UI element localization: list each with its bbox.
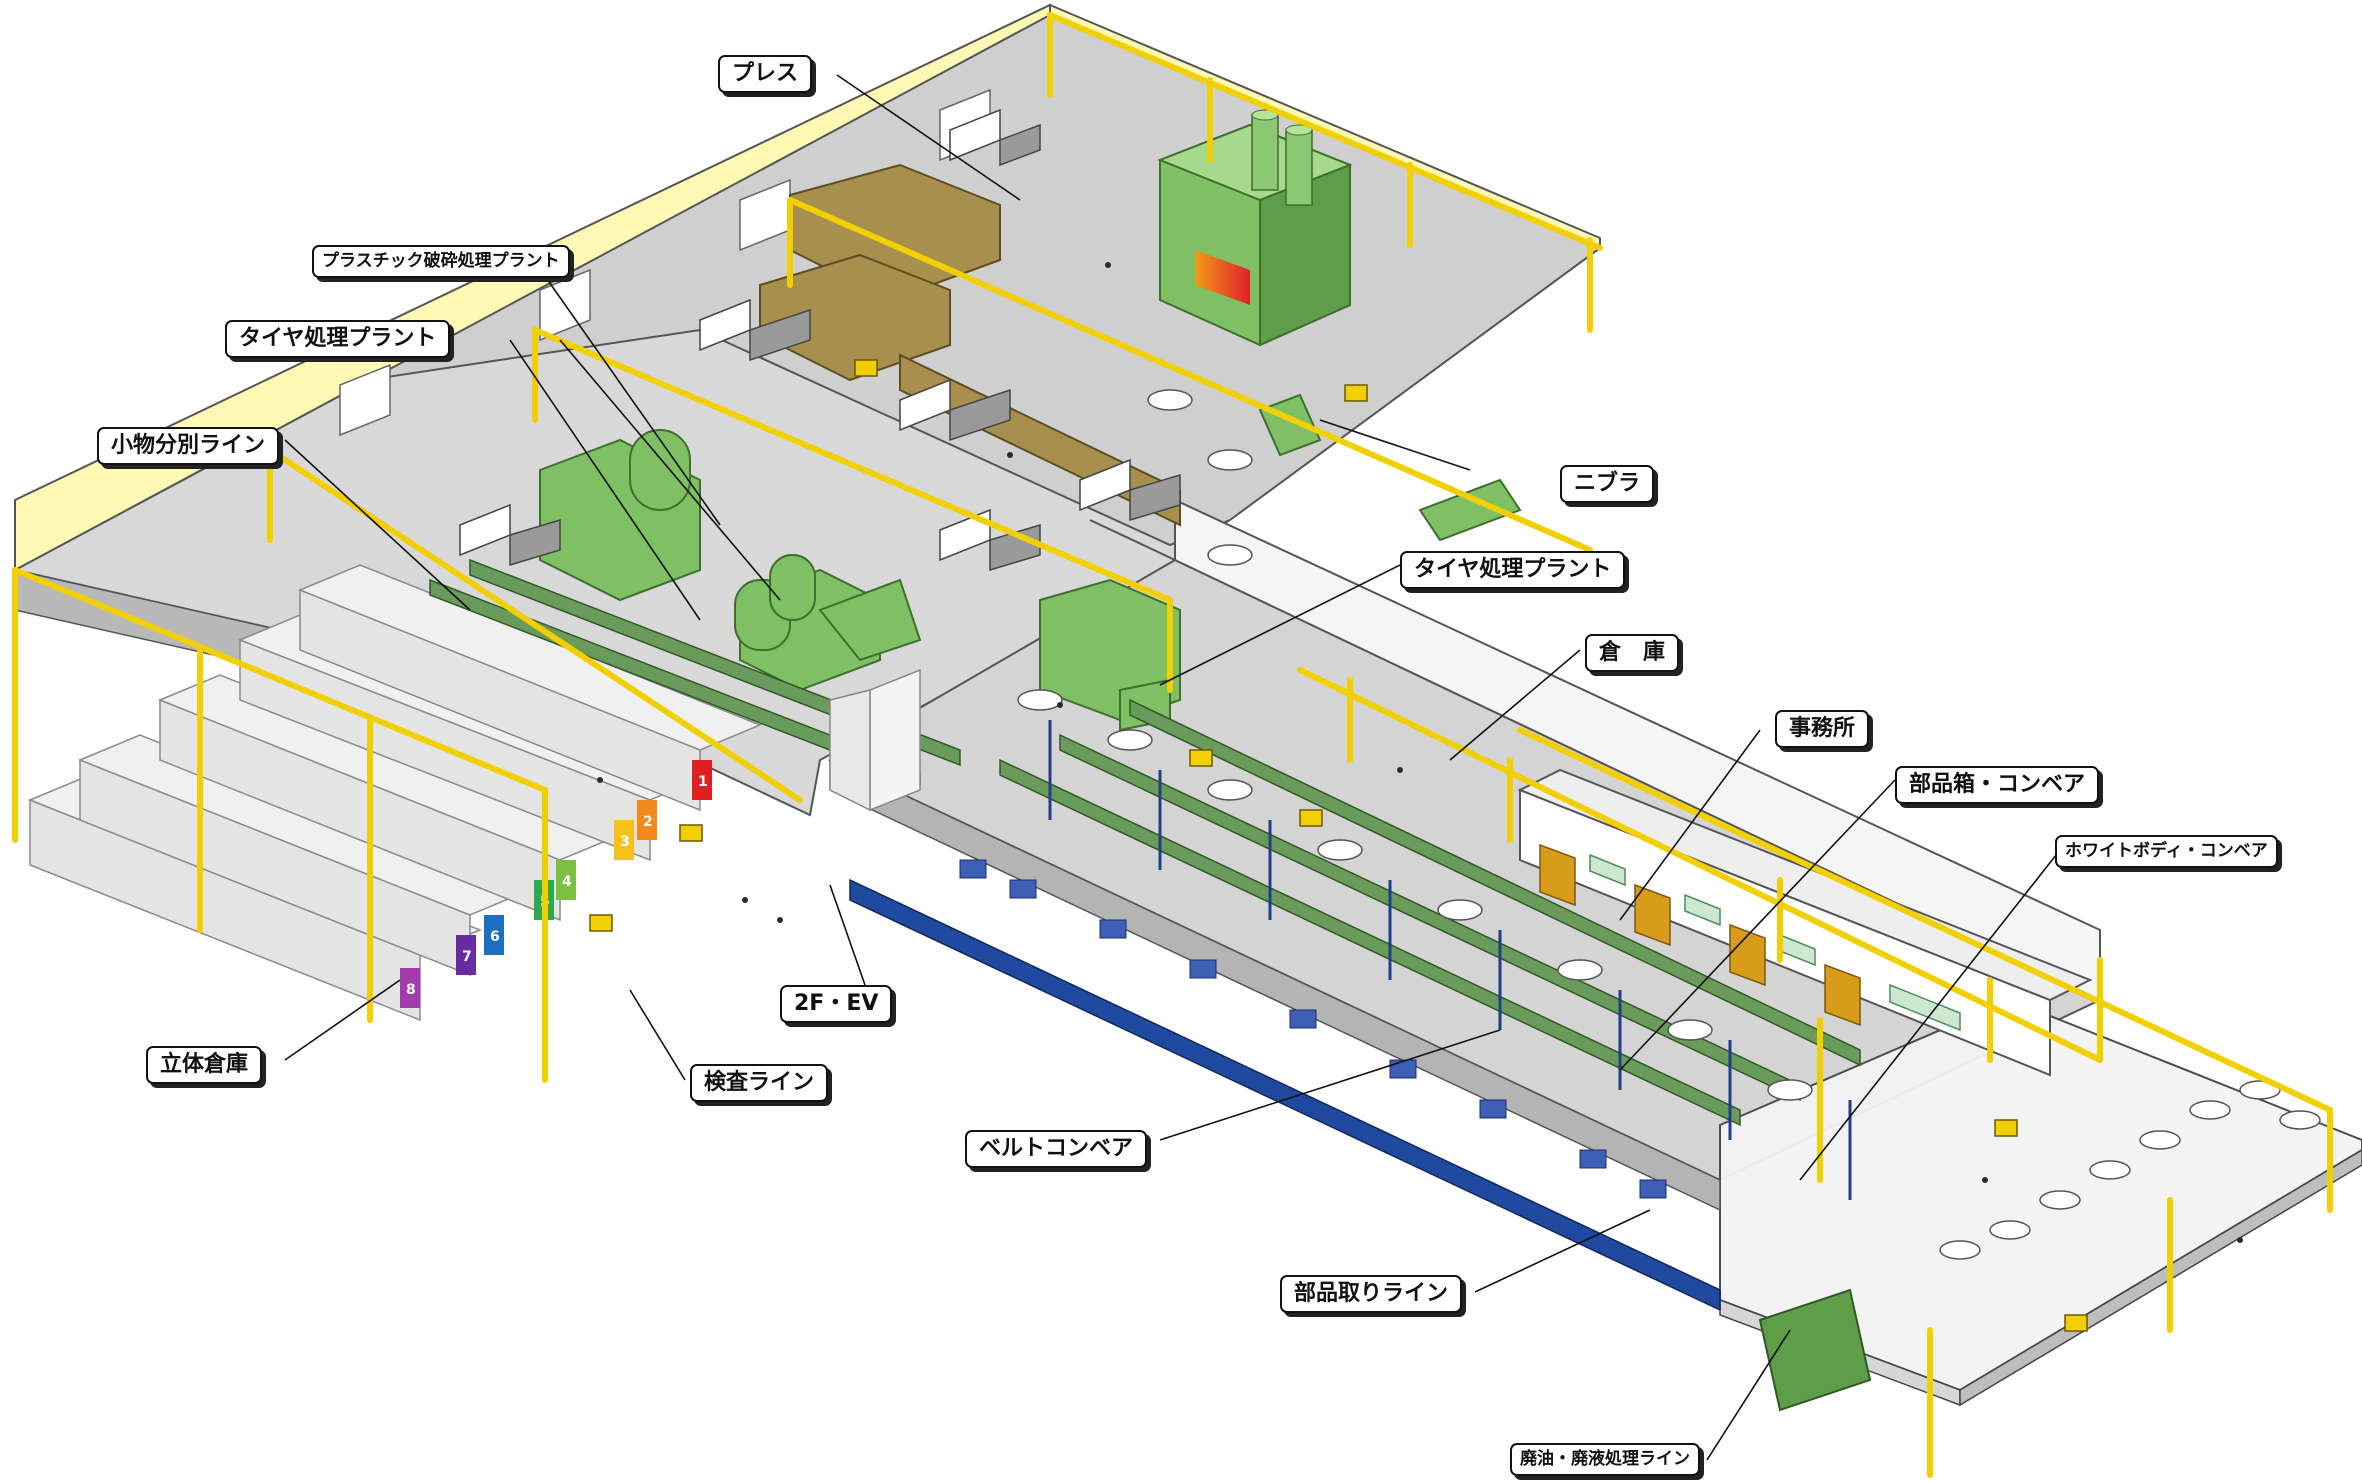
press-machine (1157, 109, 1353, 347)
label-waste-oil-line: 廃油・廃液処理ライン (1510, 1443, 1700, 1477)
blue-support-posts (1048, 720, 1852, 1200)
label-white-body-conveyor: ホワイトボディ・コンベア (2055, 835, 2278, 869)
label-parts-removal-line: 部品取りライン (1280, 1275, 1463, 1313)
label-warehouse: 倉 庫 (1585, 634, 1680, 672)
waste-oil-tank (1758, 1288, 1872, 1412)
label-belt-conveyor: ベルトコンベア (965, 1130, 1148, 1168)
rack-number-2: 2 (643, 814, 653, 830)
label-press: プレス (718, 55, 813, 93)
elevator-shaft (829, 668, 921, 812)
label-parts-box-conveyor: 部品箱・コンベア (1895, 766, 2100, 804)
rack-number-3: 3 (620, 834, 630, 850)
rack-number-6: 6 (490, 929, 500, 945)
label-plastic-crusher: プラスチック破砕処理プラント (312, 245, 570, 279)
yellow-steel-frame (12, 12, 2333, 1478)
office-building (1517, 768, 2093, 1077)
rack-number-7: 7 (462, 949, 472, 965)
rack-number-4: 4 (562, 874, 572, 890)
label-tire-plant-right: タイヤ処理プラント (1400, 551, 1626, 589)
label-elevator: 2F・EV (780, 985, 893, 1023)
workers (597, 262, 2243, 1243)
label-nibbler: ニブラ (1560, 465, 1655, 503)
leader-lines (284, 74, 2061, 1461)
parts-boxes (959, 859, 1667, 1199)
label-inspection-line: 検査ライン (690, 1064, 829, 1102)
rack-number-1: 1 (698, 774, 708, 790)
label-automated-warehouse: 立体倉庫 (146, 1046, 263, 1084)
label-tire-plant-left: タイヤ処理プラント (225, 320, 451, 358)
white-body-conveyor (849, 878, 1721, 1312)
label-office: 事務所 (1775, 710, 1870, 748)
label-small-sorting: 小物分別ライン (97, 427, 280, 465)
car-bodies (1017, 389, 2321, 1260)
conveyor-lines (429, 558, 1861, 1127)
rack-number-8: 8 (406, 982, 416, 998)
trucks (459, 108, 1181, 572)
forklifts (589, 359, 2088, 1332)
